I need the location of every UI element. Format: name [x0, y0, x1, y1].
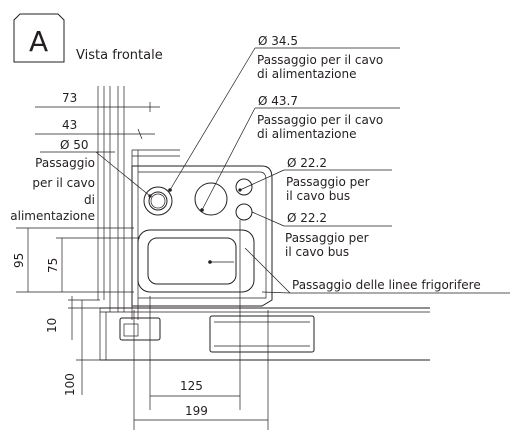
- label-hole-43-7: Ø 43.7 Passaggio per il cavo di alimenta…: [200, 94, 400, 212]
- label-hole-34-5: Ø 34.5 Passaggio per il cavo di alimenta…: [168, 34, 400, 192]
- dim-75-label: 75: [46, 258, 60, 273]
- hole-22-2-bottom-line1: Passaggio per: [285, 231, 369, 245]
- dim-95-label: 95: [12, 253, 26, 268]
- label-hole-22-2-bottom: Ø 22.2 Passaggio per il cavo bus: [251, 211, 392, 259]
- dim-125-label: 125: [180, 379, 203, 393]
- hole-22-2-top-dia: Ø 22.2: [287, 156, 327, 170]
- dim-199: 199: [133, 310, 269, 430]
- dim-95: 95: [12, 227, 134, 293]
- label-refrigerant: Passaggio delle linee frigorifere: [208, 247, 510, 294]
- dim-10: 10: [45, 296, 100, 340]
- view-badge-letter: A: [29, 25, 48, 58]
- dim-199-label: 199: [185, 404, 208, 418]
- hole-34-5-dia: Ø 34.5: [258, 34, 298, 48]
- view-badge: A: [13, 13, 65, 63]
- hole-43-7-line2: di alimentazione: [257, 127, 357, 141]
- label-hole-22-2-top: Ø 22.2 Passaggio per il cavo bus: [238, 156, 392, 203]
- hole-22-2-top-line1: Passaggio per: [286, 175, 370, 189]
- hole-43-7: [194, 182, 228, 216]
- dim-73-label: 73: [62, 91, 77, 105]
- view-title: Vista frontale: [76, 48, 163, 63]
- hole-22-2-top-line2: il cavo bus: [286, 189, 350, 203]
- hole-43-7-line1: Passaggio per il cavo: [257, 113, 383, 127]
- dim-125: 125: [149, 220, 241, 410]
- hole-22-2-top: [235, 178, 253, 196]
- hole-50-line1: Passaggio: [35, 156, 95, 170]
- unit-body: [97, 86, 430, 361]
- hole-34-5-line2: di alimentazione: [257, 67, 357, 81]
- dim-100-label: 100: [63, 373, 77, 396]
- hole-22-2-bottom-dia: Ø 22.2: [287, 211, 327, 225]
- hole-50: [143, 186, 173, 216]
- hole-50-dia: Ø 50: [60, 138, 89, 152]
- hole-43-7-dia: Ø 43.7: [258, 94, 298, 108]
- hole-50-line3: di: [84, 193, 95, 207]
- dim-43: 43: [35, 118, 155, 140]
- dim-73: 73: [35, 91, 160, 112]
- refrigerant-text: Passaggio delle linee frigorifere: [292, 278, 481, 292]
- hole-34-5-line1: Passaggio per il cavo: [257, 53, 383, 67]
- dim-43-label: 43: [62, 118, 77, 132]
- hole-22-2-bottom: [235, 203, 253, 221]
- dim-100: 100: [63, 300, 100, 396]
- dim-75: 75: [46, 237, 140, 292]
- hole-22-2-bottom-line2: il cavo bus: [285, 245, 349, 259]
- refrigerant-passage: [137, 229, 255, 293]
- hole-50-line4: alimentazione: [10, 209, 95, 223]
- label-hole-50: Ø 50 Passaggio per il cavo di alimentazi…: [10, 138, 152, 223]
- rail-slot-right: [209, 315, 315, 353]
- dim-10-label: 10: [45, 318, 59, 333]
- hole-50-line2: per il cavo: [32, 176, 95, 190]
- rail-slot-left: [119, 317, 161, 341]
